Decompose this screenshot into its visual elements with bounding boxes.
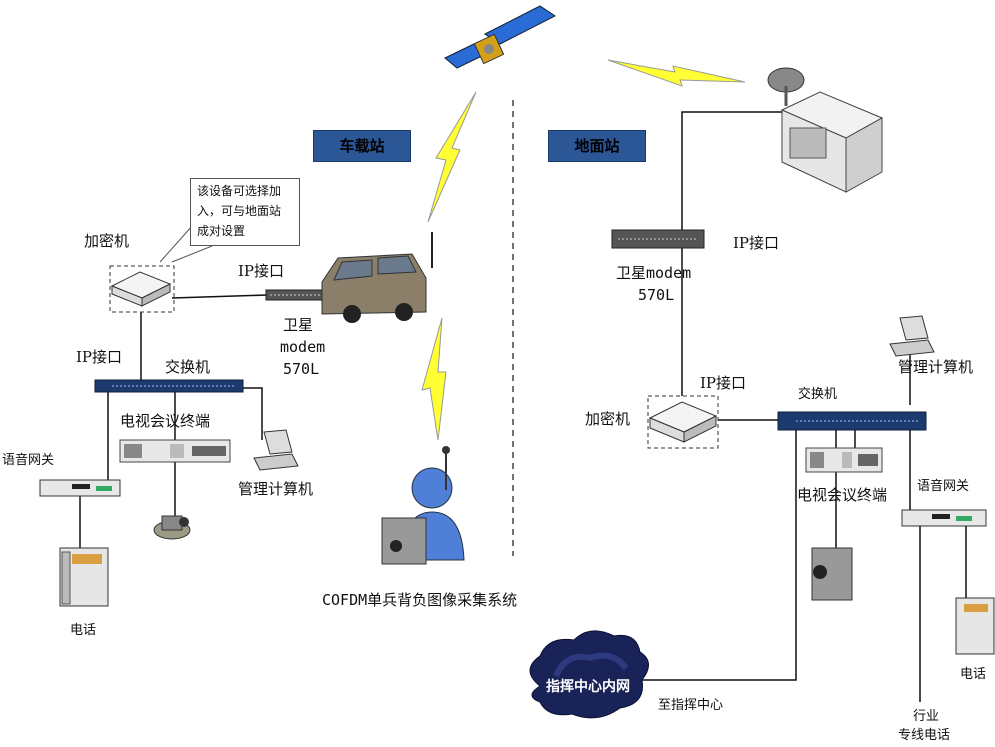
ground-mgmt-pc-label: 管理计算机 [898, 358, 974, 376]
vehicle-modem-label-3: 570L [283, 360, 320, 378]
vehicle-modem-icon [265, 289, 325, 301]
ground-video-terminal-icon [805, 447, 883, 473]
vehicle-phone-icon [59, 547, 109, 607]
ground-encryptor-icon [647, 395, 719, 449]
vehicle-voice-gateway-label: 语音网关 [2, 453, 55, 468]
ground-server-icon [767, 67, 884, 193]
ground-video-terminal-label: 电视会议终端 [797, 486, 888, 504]
vehicle-modem-label-2: modem [280, 338, 326, 356]
ground-switch-icon [777, 411, 927, 431]
vehicle-station-label: 车载站 [339, 137, 385, 155]
vehicle-switch-icon [94, 379, 244, 393]
ground-modem-label-2: 570L [638, 286, 675, 304]
command-center-cloud-icon [529, 630, 649, 719]
lightning-vehicle-soldier [421, 317, 447, 441]
callout-line-2: 入，可与地面站 [197, 204, 282, 218]
ground-ip-interface-label-modem: IP接口 [733, 234, 780, 252]
ground-phone-label: 电话 [960, 667, 987, 682]
encryptor-note-callout: 该设备可选择加 入，可与地面站 成对设置 [190, 178, 300, 246]
ground-modem-label-1: 卫星modem [616, 264, 692, 282]
lightning-sat-vehicle [427, 91, 477, 223]
vehicle-video-terminal-icon [119, 439, 231, 463]
callout-line-3: 成对设置 [197, 224, 246, 238]
callout-line-1: 该设备可选择加 [197, 184, 282, 198]
to-command-center-label: 至指挥中心 [658, 698, 724, 713]
ground-station-label: 地面站 [574, 137, 620, 155]
lightning-sat-ground [607, 59, 746, 87]
vehicle-encryptor-label: 加密机 [84, 232, 130, 250]
dedicated-line-label-2: 专线电话 [898, 728, 951, 743]
vehicle-laptop-icon [253, 429, 299, 471]
ground-phone-icon [955, 597, 995, 655]
vehicle-phone-label: 电话 [70, 623, 97, 638]
ground-voice-gateway-icon [901, 509, 987, 527]
ground-camcorder-icon [811, 547, 853, 601]
ground-ip-interface-label-enc: IP接口 [700, 374, 747, 392]
satellite-icon [444, 5, 556, 69]
ground-laptop-icon [889, 315, 935, 357]
ground-switch-label: 交换机 [798, 387, 838, 402]
vehicle-station-badge: 车载站 [313, 130, 411, 162]
vehicle-modem-label-1: 卫星 [283, 316, 314, 334]
vehicle-switch-label: 交换机 [165, 358, 211, 376]
ground-encryptor-label: 加密机 [585, 410, 631, 428]
vehicle-video-terminal-label: 电视会议终端 [120, 412, 211, 430]
vehicle-mgmt-pc-label: 管理计算机 [238, 480, 314, 498]
ground-station-badge: 地面站 [548, 130, 646, 162]
soldier-icon [381, 446, 465, 565]
vehicle-encryptor-icon [109, 265, 175, 313]
command-center-cloud-label: 指挥中心内网 [546, 679, 630, 695]
soldier-system-label: COFDM单兵背负图像采集系统 [322, 591, 518, 609]
dedicated-line-label-1: 行业 [913, 709, 940, 724]
vehicle-ip-interface-label-left: IP接口 [76, 348, 123, 366]
vehicle-camera-icon [153, 515, 191, 540]
van-icon [321, 232, 433, 323]
ground-voice-gateway-label: 语音网关 [917, 479, 970, 494]
ground-modem-icon [611, 229, 705, 249]
vehicle-ip-interface-label-top: IP接口 [238, 262, 285, 280]
vehicle-voice-gateway-icon [39, 479, 121, 497]
